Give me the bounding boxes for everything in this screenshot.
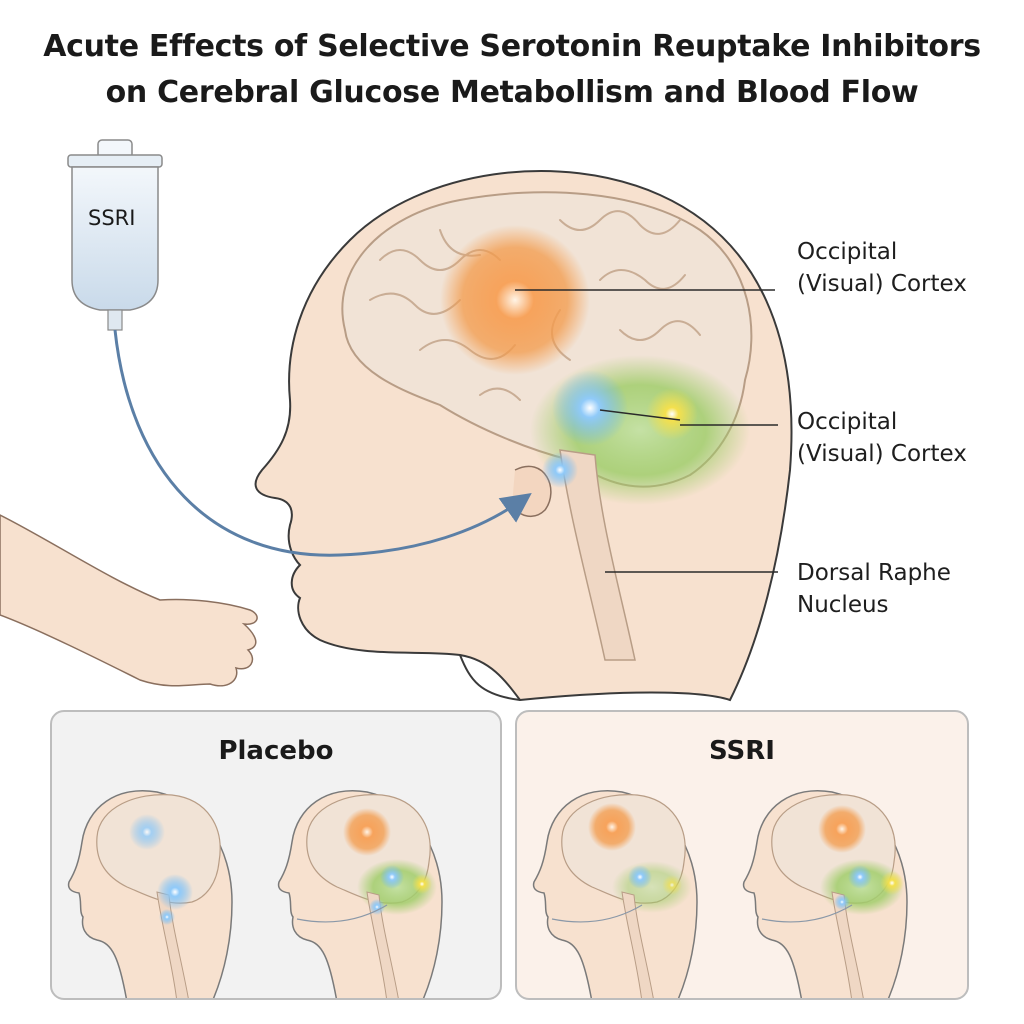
placebo-mini-heads (67, 790, 443, 998)
label-occipital-cortex-2: Occipital (Visual) Cortex (797, 406, 967, 470)
label-line: Occipital (797, 409, 898, 435)
mini-head-ssri-1 (532, 790, 698, 998)
ssri-mini-heads (532, 790, 908, 998)
leader-line-2 (599, 409, 681, 421)
brainstem (559, 449, 636, 661)
mini-head-placebo-1 (67, 790, 233, 998)
yellow-glow (646, 388, 698, 440)
label-line: Dorsal Raphe (797, 560, 951, 586)
ssri-panel: SSRI (515, 710, 969, 1000)
orange-glow (440, 225, 590, 375)
placebo-panel: Placebo (50, 710, 502, 1000)
label-occipital-cortex-1: Occipital (Visual) Cortex (797, 236, 967, 300)
title-line-1: Acute Effects of Selective Serotonin Reu… (43, 29, 981, 64)
label-line: Occipital (797, 239, 898, 265)
blue-glow (552, 370, 628, 446)
label-dorsal-raphe-nucleus: Dorsal Raphe Nucleus (797, 557, 951, 621)
neck-outline (459, 654, 521, 701)
mini-head-placebo-2 (277, 790, 443, 998)
placebo-panel-title: Placebo (218, 736, 334, 766)
mini-head-ssri-2 (742, 790, 908, 998)
figure-title: Acute Effects of Selective Serotonin Reu… (0, 24, 1024, 116)
title-line-2: on Cerebral Glucose Metabollism and Bloo… (105, 75, 919, 110)
iv-bag-label: SSRI (88, 206, 136, 230)
label-line: (Visual) Cortex (797, 441, 967, 467)
iv-bag (67, 139, 163, 331)
blue-glow-small (542, 452, 578, 488)
label-line: Nucleus (797, 592, 889, 618)
ssri-panel-title: SSRI (709, 736, 775, 766)
arm-hand (0, 514, 258, 687)
iv-tube (113, 329, 532, 557)
label-line: (Visual) Cortex (797, 271, 967, 297)
